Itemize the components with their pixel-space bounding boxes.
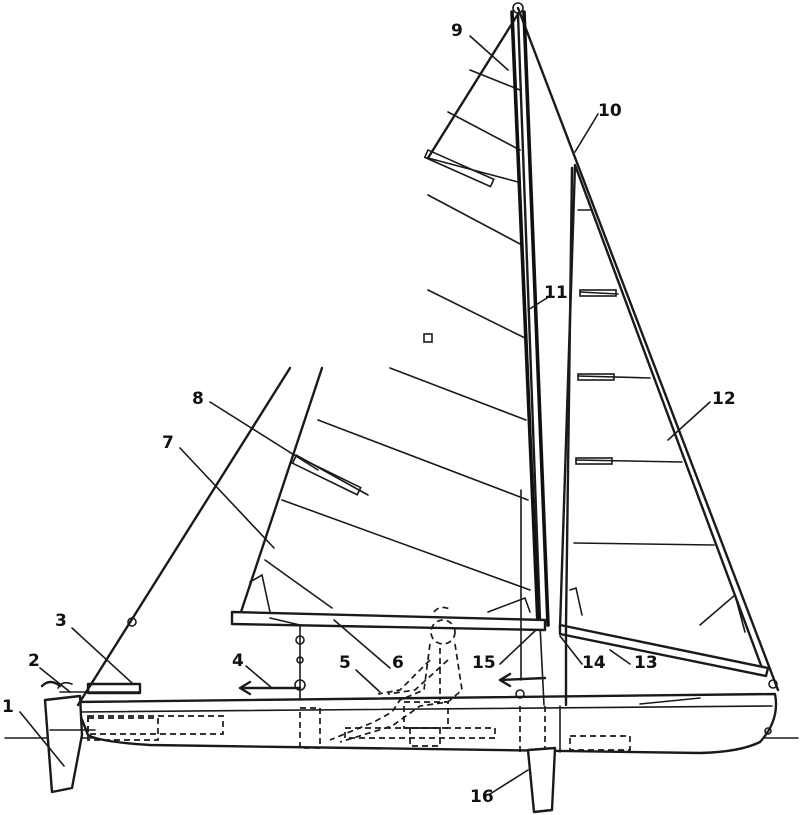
callout-14: 14 — [582, 653, 606, 673]
mainsail — [238, 12, 542, 622]
rudder — [40, 680, 96, 794]
callout-6: 6 — [392, 653, 404, 673]
helmsman-figure — [329, 606, 463, 743]
backstay — [76, 366, 292, 707]
leader-lines — [19, 35, 711, 795]
callout-8: 8 — [192, 389, 204, 409]
callout-4: 4 — [232, 651, 244, 671]
mast — [510, 10, 550, 706]
callout-5: 5 — [339, 653, 351, 673]
jib-mast — [564, 166, 574, 707]
callout-2: 2 — [28, 651, 40, 671]
callout-10: 10 — [598, 101, 622, 121]
callout-7: 7 — [162, 433, 174, 453]
callout-1: 1 — [2, 697, 14, 717]
pole — [498, 489, 547, 699]
callout-3: 3 — [55, 611, 67, 631]
callout-12: 12 — [712, 389, 736, 409]
callout-15: 15 — [472, 653, 496, 673]
jib — [558, 163, 764, 670]
callout-9: 9 — [451, 21, 463, 41]
callout-16: 16 — [470, 787, 494, 807]
callout-11: 11 — [544, 283, 568, 303]
forestay — [512, 2, 780, 692]
tiller — [59, 682, 142, 695]
mainsheet-arrow — [238, 680, 302, 696]
backstay-block — [127, 617, 137, 627]
jib-boom — [558, 623, 770, 678]
hull — [73, 679, 778, 755]
callout-13: 13 — [634, 653, 658, 673]
centreboard — [526, 746, 557, 814]
